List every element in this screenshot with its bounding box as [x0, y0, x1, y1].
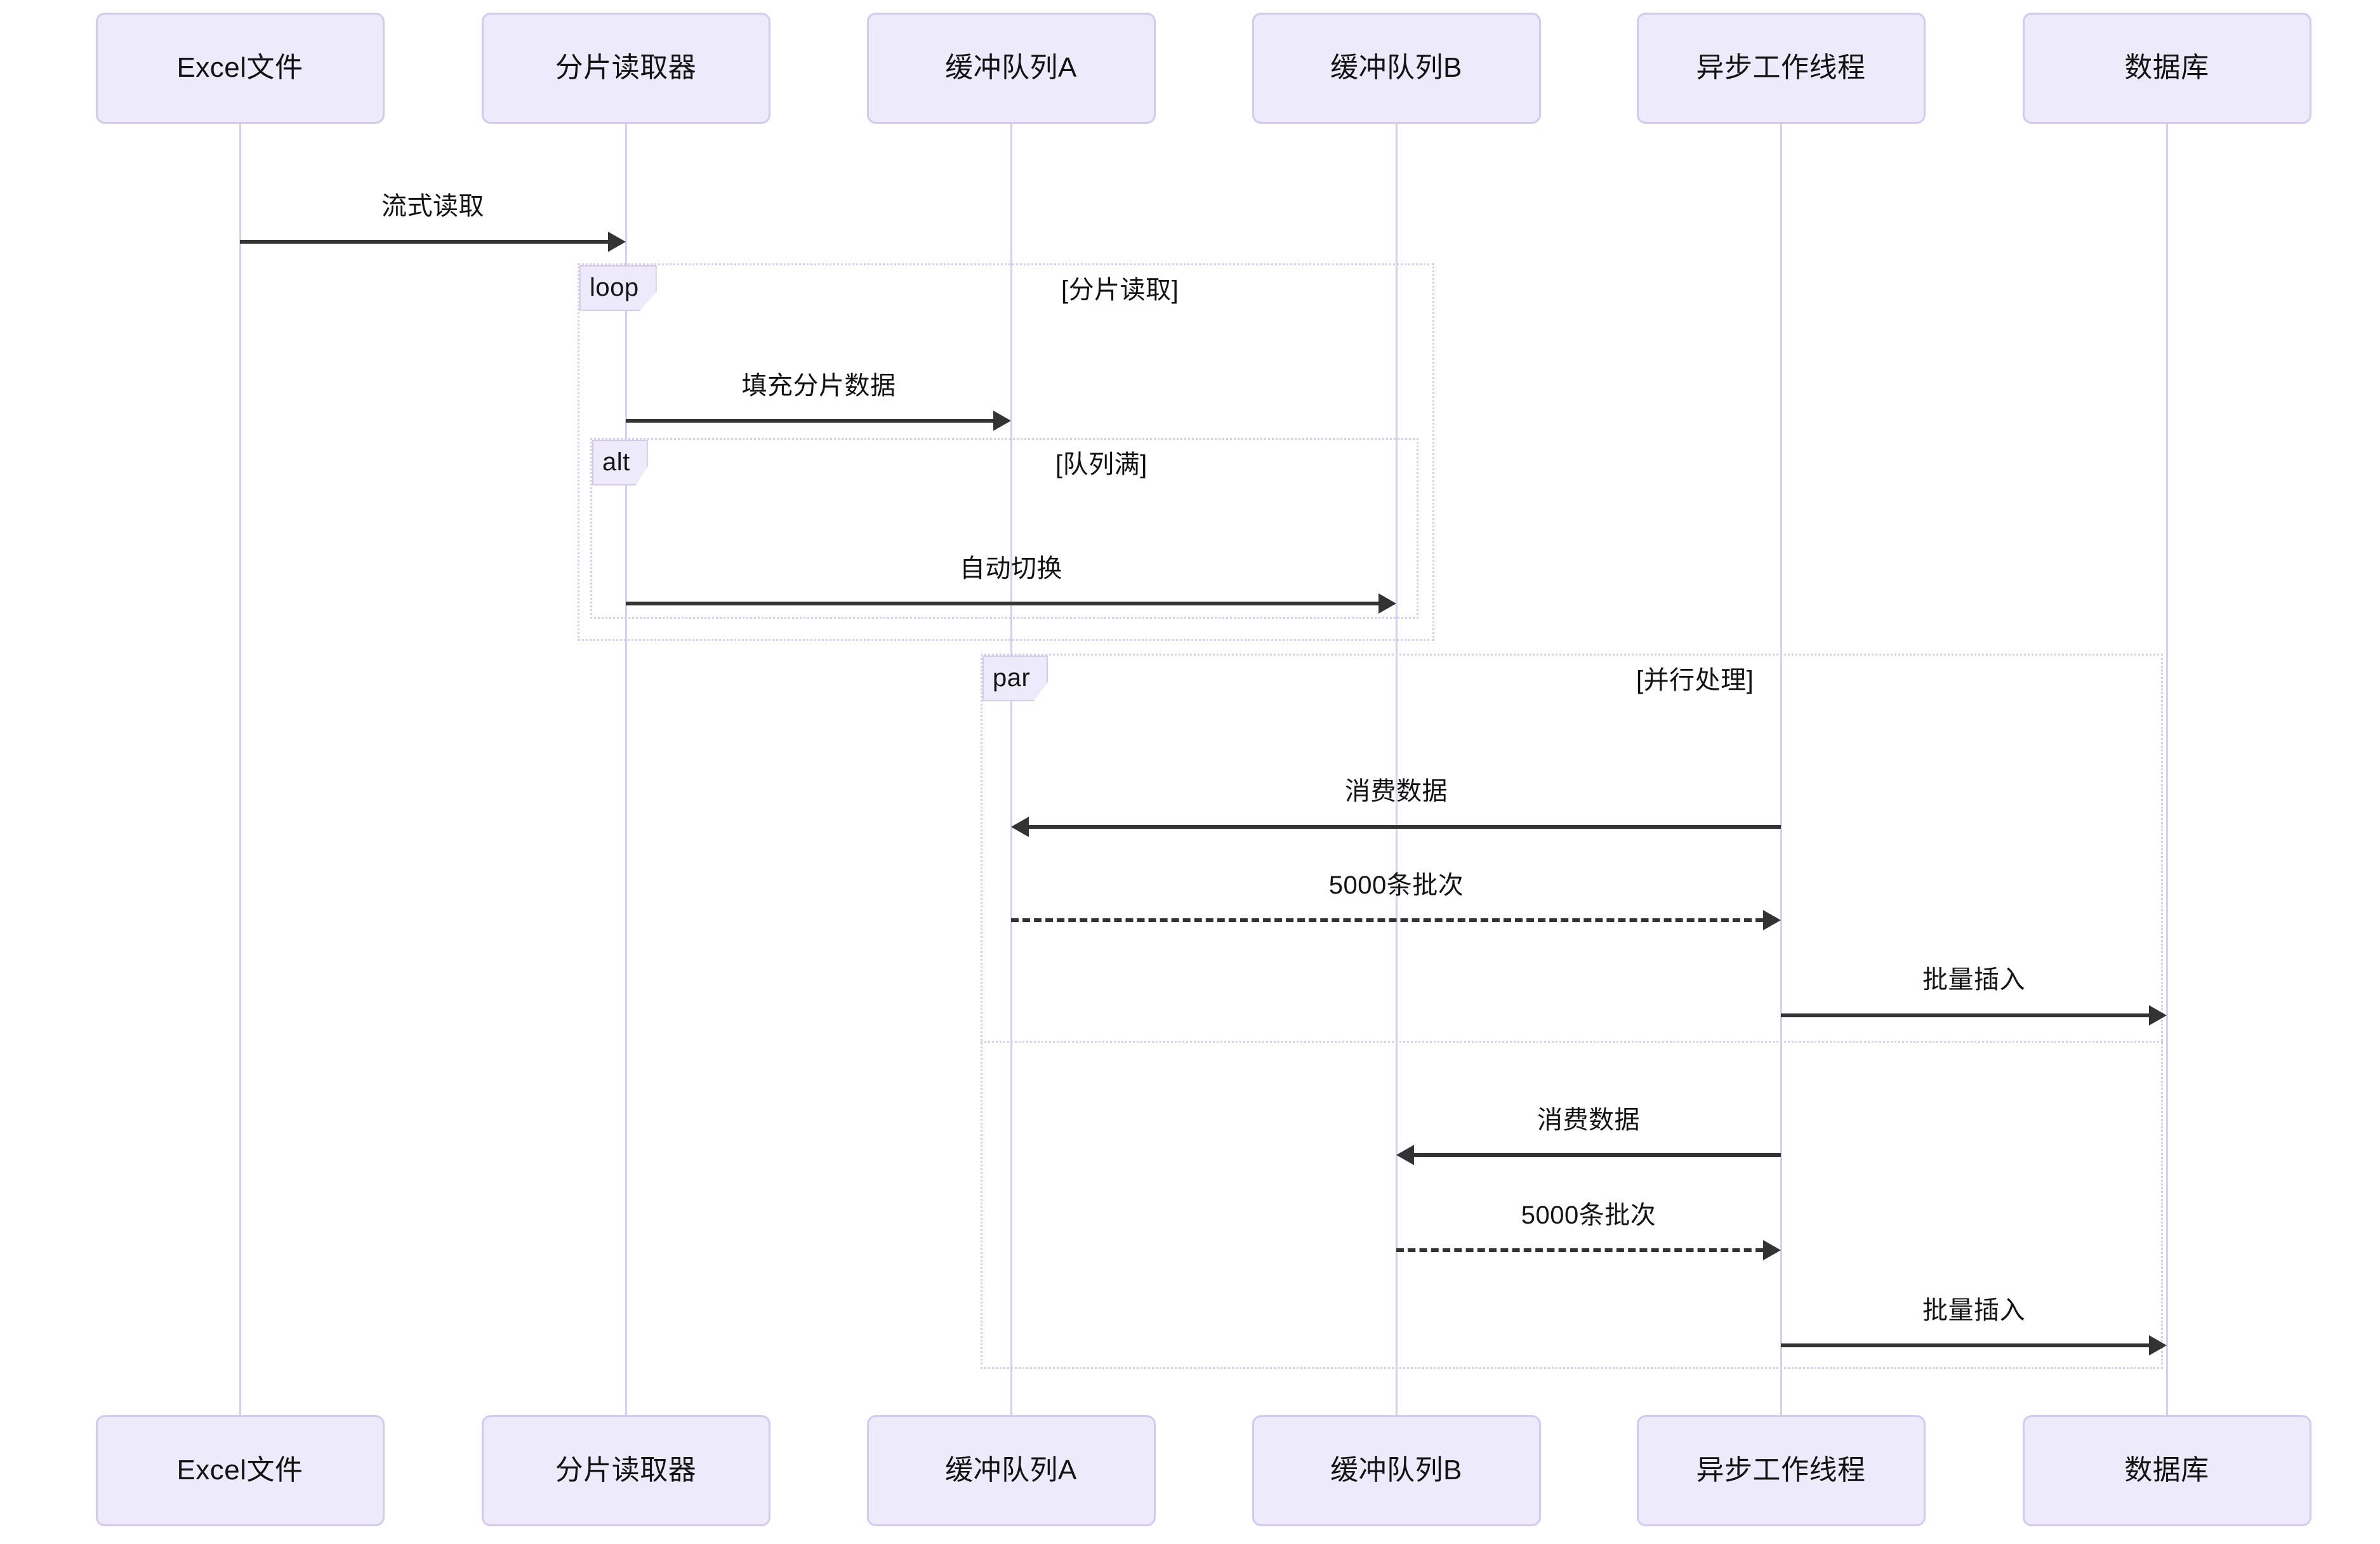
message-arrowhead-m6 [2149, 1005, 2167, 1026]
fragment-loop-read [578, 263, 1434, 641]
message-line-m2 [626, 419, 993, 423]
fragment-tag-loop: loop [579, 265, 657, 311]
actor-box-top-queue_a[interactable]: 缓冲队列A [866, 13, 1156, 124]
fragment-alt-queue-full [590, 438, 1418, 619]
lifeline-queue_a [1010, 124, 1012, 1415]
lifeline-excel [239, 124, 241, 1415]
message-label-m3: 自动切换 [960, 555, 1062, 583]
actor-box-top-reader[interactable]: 分片读取器 [481, 13, 770, 124]
message-line-m9 [1781, 1343, 2149, 1347]
lifeline-database [2166, 124, 2168, 1415]
fragment-condition-loop-read: [分片读取] [1061, 276, 1179, 304]
message-arrowhead-m3 [1378, 593, 1396, 614]
lifeline-reader [625, 124, 627, 1415]
message-arrowhead-m5 [1763, 910, 1781, 930]
message-label-m6: 批量插入 [1922, 966, 2025, 994]
message-arrowhead-m2 [993, 411, 1011, 431]
message-arrowhead-m4 [1011, 817, 1029, 837]
message-label-m5: 5000条批次 [1328, 871, 1464, 899]
message-line-m7 [1414, 1153, 1781, 1157]
message-arrowhead-m1 [608, 232, 626, 252]
message-line-m3 [626, 602, 1378, 605]
message-line-m1 [240, 240, 608, 244]
actor-box-top-excel[interactable]: Excel文件 [95, 13, 385, 124]
fragment-condition-par-parallel: [并行处理] [1636, 666, 1754, 694]
fragment-tag-par: par [982, 656, 1048, 701]
actor-box-bottom-excel[interactable]: Excel文件 [95, 1415, 385, 1526]
message-label-m8: 5000条批次 [1521, 1201, 1656, 1229]
fragment-divider-par-parallel [981, 1041, 2163, 1043]
message-line-m4 [1029, 825, 1781, 829]
message-arrowhead-m7 [1396, 1145, 1414, 1165]
actor-box-bottom-worker[interactable]: 异步工作线程 [1636, 1415, 1926, 1526]
message-arrowhead-m8 [1763, 1240, 1781, 1260]
message-label-m2: 填充分片数据 [741, 372, 896, 400]
fragment-condition-alt-queue-full: [队列满] [1055, 451, 1147, 478]
message-label-m4: 消费数据 [1345, 777, 1448, 805]
fragment-tag-alt: alt [592, 440, 648, 485]
message-line-m8 [1396, 1248, 1763, 1252]
message-label-m7: 消费数据 [1537, 1106, 1640, 1134]
message-label-m9: 批量插入 [1922, 1297, 2025, 1324]
actor-box-top-queue_b[interactable]: 缓冲队列B [1252, 13, 1541, 124]
lifeline-worker [1780, 124, 1782, 1415]
message-line-m6 [1781, 1013, 2149, 1017]
actor-box-bottom-reader[interactable]: 分片读取器 [481, 1415, 770, 1526]
actor-box-top-worker[interactable]: 异步工作线程 [1636, 13, 1926, 124]
fragment-par-parallel [981, 654, 2163, 1369]
message-arrowhead-m9 [2149, 1335, 2167, 1356]
actor-box-bottom-queue_b[interactable]: 缓冲队列B [1252, 1415, 1541, 1526]
lifeline-queue_b [1396, 124, 1398, 1415]
message-line-m5 [1011, 918, 1763, 922]
actor-box-top-database[interactable]: 数据库 [2022, 13, 2311, 124]
actor-box-bottom-queue_a[interactable]: 缓冲队列A [866, 1415, 1156, 1526]
actor-box-bottom-database[interactable]: 数据库 [2022, 1415, 2311, 1526]
message-label-m1: 流式读取 [381, 192, 484, 220]
